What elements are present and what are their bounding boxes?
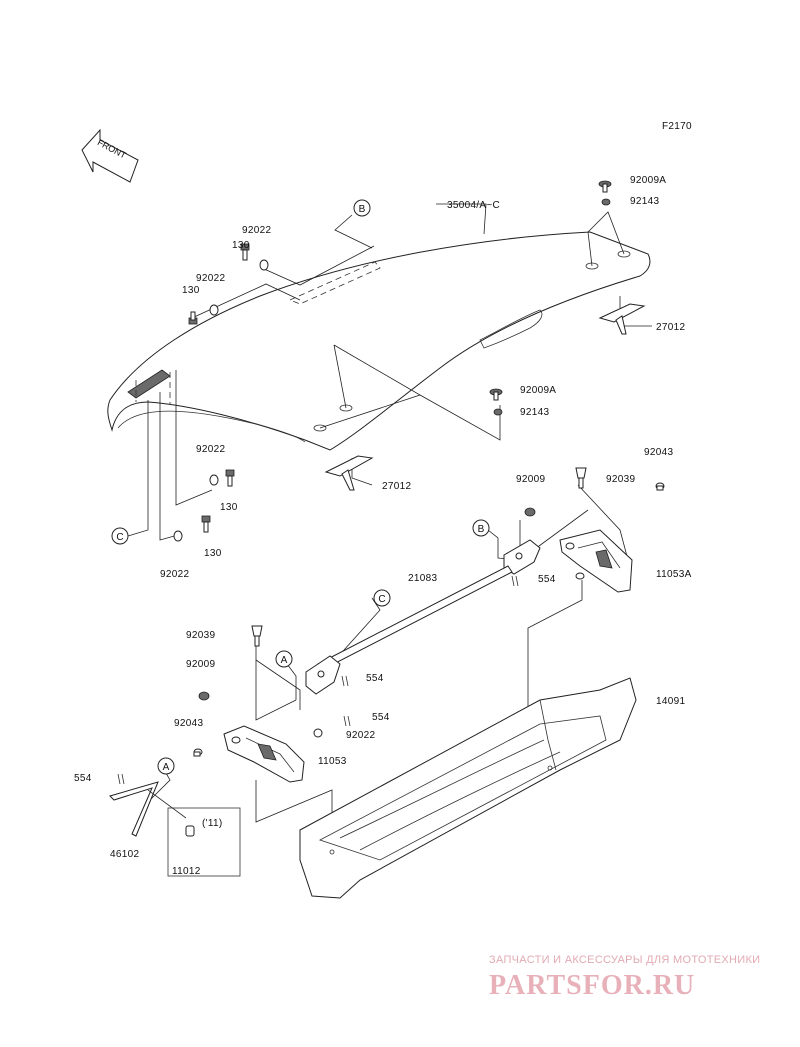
callout-c-middle: C [373, 589, 391, 607]
cap-11012 [167, 807, 241, 877]
callout-a-middle: A [275, 650, 293, 668]
part-label-92043-top: 92043 [644, 447, 673, 458]
part-label-554-lower: 554 [372, 712, 390, 723]
part-label-92009-bottom: 92009 [186, 659, 215, 670]
callout-b-middle: B [472, 519, 490, 537]
bracket-fasteners [117, 467, 665, 785]
mount-plate-lower [305, 655, 341, 695]
part-label-14091: 14091 [656, 696, 685, 707]
front-arrow-icon: FRONT [81, 128, 139, 183]
svg-text:C: C [378, 594, 385, 605]
bracket-11053A [559, 529, 633, 593]
roof-hardware [173, 180, 612, 542]
part-label-21083: 21083 [408, 573, 437, 584]
part-label-92009-top: 92009 [516, 474, 545, 485]
part-label-92022-mid: 92022 [196, 444, 225, 455]
part-label-130-lower: 130 [204, 548, 222, 559]
part-label-92039-top: 92039 [606, 474, 635, 485]
part-label-130-upper-left: 130 [182, 285, 200, 296]
part-label-130-mid: 130 [220, 502, 238, 513]
watermark-tagline: ЗАПЧАСТИ И АКСЕССУАРЫ ДЛЯ МОТОТЕХНИКИ [489, 954, 760, 966]
part-label-554-left: 554 [74, 773, 92, 784]
part-label-92043-bottom: 92043 [174, 718, 203, 729]
watermark-logo: PARTSFOR.RU [489, 970, 695, 1001]
part-label-27012-upper: 27012 [656, 322, 685, 333]
clip-27012-lower [324, 455, 374, 491]
svg-text:C: C [116, 532, 123, 543]
part-label-92022-upper-left: 92022 [196, 273, 225, 284]
callout-c-left: C [111, 527, 129, 545]
prop-rod-46102 [109, 781, 187, 837]
part-label-130-top: 130 [232, 240, 250, 251]
part-label-92022-top: 92022 [242, 225, 271, 236]
part-label-92039-bottom: 92039 [186, 630, 215, 641]
svg-text:A: A [281, 655, 288, 666]
clip-27012-upper [598, 303, 646, 335]
tray-14091 [299, 677, 637, 899]
svg-text:A: A [163, 762, 170, 773]
part-label-11012: 11012 [172, 866, 201, 877]
bracket-11053 [223, 725, 305, 783]
part-label-year-note: ('11) [202, 818, 222, 829]
part-label-554-mid: 554 [366, 673, 384, 684]
part-label-27012-lower: 27012 [382, 481, 411, 492]
part-label-35004: 35004/A~C [447, 200, 500, 211]
svg-text:B: B [478, 524, 485, 535]
part-label-11053A: 11053A [656, 569, 692, 580]
svg-text:B: B [359, 204, 366, 215]
part-label-11053: 11053 [318, 756, 347, 767]
roof-panel [107, 231, 651, 451]
figure-code: F2170 [662, 121, 692, 132]
part-label-92009A-top: 92009A [630, 175, 666, 186]
callout-a-bottom: A [157, 757, 175, 775]
part-label-92022-lower: 92022 [160, 569, 189, 580]
part-label-554-upper: 554 [538, 574, 556, 585]
part-label-92143-mid: 92143 [520, 407, 549, 418]
part-label-46102: 46102 [110, 849, 139, 860]
callout-b-top: B [353, 199, 371, 217]
part-label-92022-bottom: 92022 [346, 730, 375, 741]
part-label-92009A-mid: 92009A [520, 385, 556, 396]
part-label-92143-top: 92143 [630, 196, 659, 207]
leader-lines [127, 203, 652, 830]
